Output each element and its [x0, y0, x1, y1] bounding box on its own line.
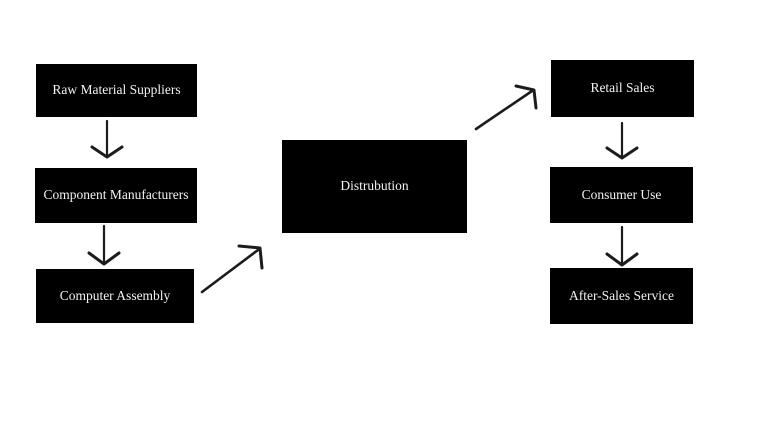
node-label: Computer Assembly — [59, 287, 171, 303]
node-retail-sales: Retail Sales — [551, 60, 694, 117]
arrow-distribution-to-retail — [474, 84, 538, 131]
arrow-raw-to-component — [90, 119, 124, 159]
node-consumer-use: Consumer Use — [550, 167, 693, 223]
node-label: Retail Sales — [590, 80, 655, 96]
arrow-retail-to-consumer — [605, 121, 639, 160]
node-computer-assembly: Computer Assembly — [36, 269, 194, 323]
node-label: Consumer Use — [581, 186, 662, 202]
node-label: Component Manufacturers — [43, 187, 189, 203]
arrow-component-to-assembly — [87, 224, 121, 266]
node-raw-material-suppliers: Raw Material Suppliers — [36, 64, 197, 117]
node-label: Distrubution — [340, 178, 409, 194]
node-component-manufacturers: Component Manufacturers — [35, 168, 197, 223]
node-after-sales-service: After-Sales Service — [550, 268, 693, 324]
arrow-consumer-to-aftersales — [605, 225, 639, 267]
node-label: After-Sales Service — [568, 287, 675, 303]
arrow-assembly-to-distribution — [200, 244, 264, 294]
node-distribution: Distrubution — [282, 140, 467, 233]
node-label: Raw Material Suppliers — [52, 82, 181, 98]
